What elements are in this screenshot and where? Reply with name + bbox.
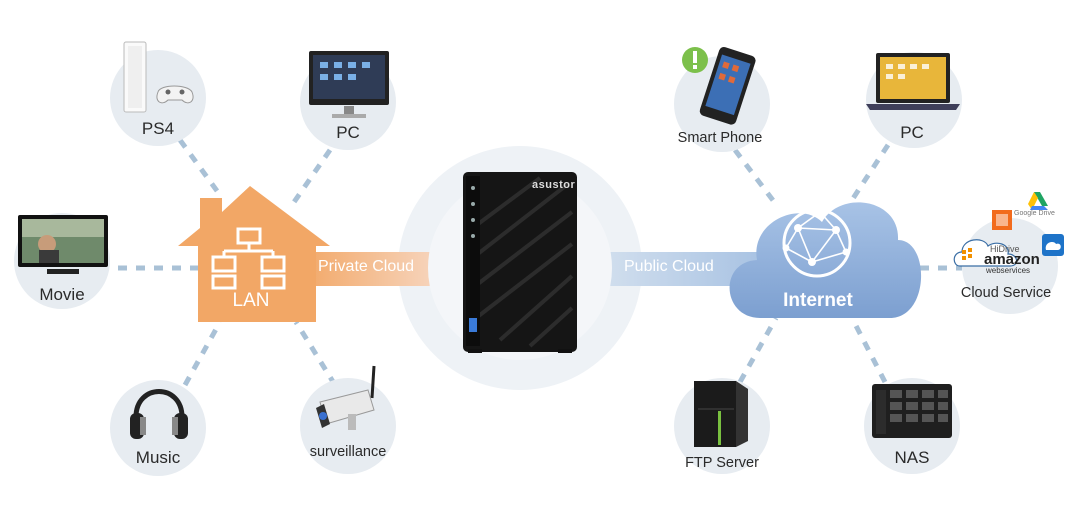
hidrive-brand: HiDrive	[990, 244, 1020, 254]
asustor-nas-device-icon	[463, 172, 577, 353]
internet-label: Internet	[783, 290, 853, 311]
node-music	[110, 380, 206, 476]
lan-network-icon	[211, 227, 286, 290]
label-smart-phone: Smart Phone	[677, 130, 763, 146]
cloud-services-icon	[953, 192, 1064, 267]
link-nas	[849, 316, 888, 384]
link-pc-left	[289, 148, 333, 207]
label-pc-right: PC	[900, 123, 924, 142]
label-pc-left: PC	[336, 123, 360, 142]
label-movie: Movie	[39, 285, 85, 304]
link-ps4	[177, 138, 223, 197]
link-music	[182, 320, 223, 387]
server-icon	[694, 381, 748, 447]
label-surveillance: surveillance	[309, 444, 387, 460]
security-camera-icon	[316, 365, 376, 430]
desktop-monitor-icon	[309, 51, 389, 118]
public-cloud-label: Public Cloud	[624, 258, 714, 275]
game-console-icon	[123, 41, 194, 113]
label-music: Music	[135, 448, 181, 467]
dashed-links	[118, 138, 962, 387]
link-ftp	[737, 316, 779, 384]
internet-cloud-icon	[729, 202, 922, 318]
nas-icon	[872, 384, 952, 438]
label-cloud-service: Cloud Service	[960, 285, 1052, 301]
google-drive-brand: Google Drive	[1014, 210, 1055, 217]
tv-icon	[18, 215, 108, 274]
aws-brand: webservices	[986, 266, 1031, 275]
link-phone	[733, 148, 777, 205]
label-ps4: PS4	[141, 119, 175, 138]
lan-label: LAN	[232, 290, 270, 311]
link-surveillance	[293, 320, 338, 387]
smartphone-icon	[682, 46, 756, 125]
label-nas: NAS	[894, 448, 930, 467]
nas-brand-logo: asustor	[532, 179, 576, 191]
link-pc-right	[847, 143, 891, 205]
label-ftp-server: FTP Server	[685, 455, 759, 471]
amazon-brand: amazon	[984, 251, 1040, 268]
headphones-icon	[130, 389, 188, 439]
private-cloud-label: Private Cloud	[318, 258, 415, 275]
laptop-icon	[866, 53, 960, 110]
